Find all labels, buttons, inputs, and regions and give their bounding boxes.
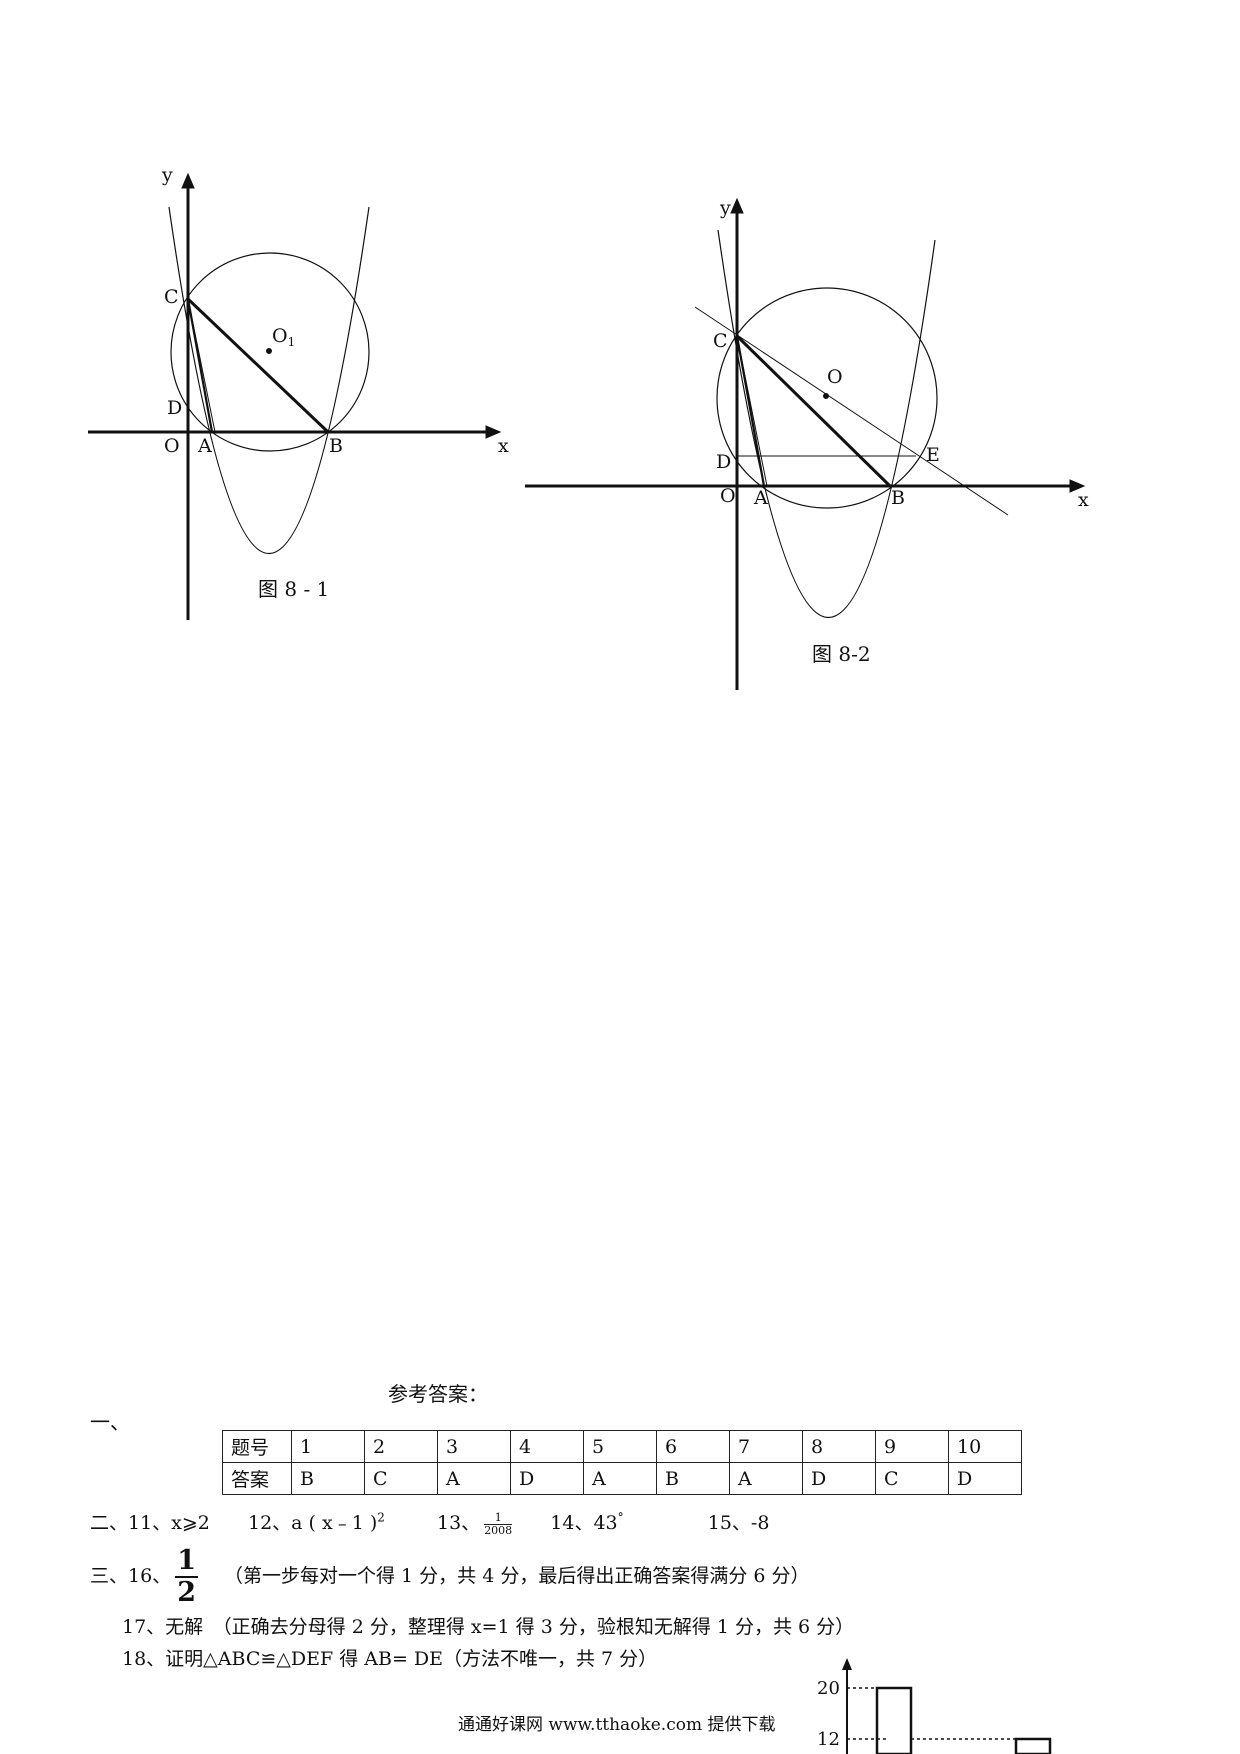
table-header-q: 题号 bbox=[222, 1430, 292, 1463]
fig2-label-c: C bbox=[713, 330, 728, 352]
table-cell: 8 bbox=[802, 1430, 876, 1463]
q16-numerator: 1 bbox=[175, 1545, 198, 1578]
table-cell: 5 bbox=[583, 1430, 657, 1463]
fig2-segment-cb bbox=[735, 334, 892, 488]
q16-denominator: 2 bbox=[177, 1577, 196, 1608]
q18-line: 18、证明△ABC≌△DEF 得 AB= DE（方法不唯一，共 7 分） bbox=[122, 1648, 658, 1670]
q12-answer: 12、a ( x﹣1 ) bbox=[248, 1512, 378, 1534]
fig1-label-x: x bbox=[498, 435, 509, 457]
table-cell: D bbox=[510, 1462, 584, 1495]
fig1-label-a: A bbox=[197, 435, 212, 457]
fig2-label-x: x bbox=[1078, 489, 1089, 511]
fig1-label-d: D bbox=[167, 397, 182, 419]
fig1-label-o1-sub: 1 bbox=[288, 335, 296, 349]
q14-degree: ° bbox=[617, 1510, 624, 1525]
fig1-segment-cb bbox=[186, 297, 330, 434]
q17-line: 17、无解 （正确去分母得 2 分，整理得 x=1 得 3 分，验根知无解得 1… bbox=[122, 1616, 855, 1638]
table-cell: C bbox=[875, 1462, 949, 1495]
fig1-circle bbox=[170, 252, 370, 452]
table-cell: 7 bbox=[729, 1430, 803, 1463]
fig2-parabola bbox=[717, 229, 936, 619]
table-cell: D bbox=[802, 1462, 876, 1495]
table-cell: 10 bbox=[948, 1430, 1022, 1463]
fig1-y-arrow bbox=[181, 172, 195, 189]
table-row-questions: 题号 1 2 3 4 5 6 7 8 9 10 bbox=[222, 1430, 1022, 1463]
fig2-y-arrow bbox=[730, 197, 744, 214]
table-row-answers: 答案 B C A D A B A D C D bbox=[222, 1462, 1022, 1495]
chart-y-tick-label: 20 bbox=[817, 1678, 840, 1699]
chart-y-tick-label: 12 bbox=[817, 1729, 840, 1750]
fig1-label-y: y bbox=[161, 164, 173, 186]
fig1-label-o: O bbox=[164, 435, 180, 457]
fig2-caption: 图 8-2 bbox=[812, 642, 871, 666]
fig1-parabola bbox=[168, 206, 370, 555]
figure-8-2 bbox=[525, 197, 1086, 690]
q13-numerator: 1 bbox=[484, 1511, 513, 1525]
fig1-label-o1: O1 bbox=[272, 325, 295, 349]
q12-superscript: 2 bbox=[377, 1510, 385, 1525]
table-header-a: 答案 bbox=[222, 1462, 292, 1495]
fig2-label-a: A bbox=[753, 487, 768, 509]
answers-title: 参考答案： bbox=[388, 1382, 488, 1406]
table-cell: B bbox=[291, 1462, 365, 1495]
table-cell: D bbox=[948, 1462, 1022, 1495]
answer-table: 题号 1 2 3 4 5 6 7 8 9 10 答案 B C A D A B A… bbox=[222, 1430, 1022, 1495]
fig2-label-y: y bbox=[719, 197, 731, 219]
chart-bar bbox=[1014, 1737, 1052, 1754]
q16-note: （第一步每对一个得 1 分，共 4 分，最后得出正确答案得满分 6 分） bbox=[223, 1565, 810, 1587]
fig2-line-ce bbox=[694, 306, 1009, 516]
fig2-circle bbox=[716, 287, 938, 509]
fig2-x-arrow bbox=[1069, 479, 1086, 493]
chart-bar bbox=[875, 1686, 913, 1754]
fig1-center-dot bbox=[266, 348, 272, 354]
fig2-label-o: O bbox=[827, 366, 843, 388]
q13-label: 13、 bbox=[437, 1512, 481, 1534]
figure-8-1: y x C O1 D O A B 图 8 - 1 y x C O D E O A… bbox=[88, 164, 1089, 690]
fig2-center-dot bbox=[823, 393, 829, 399]
q11-answer: 二、11、x⩾2 bbox=[90, 1512, 210, 1534]
fig2-label-e: E bbox=[926, 444, 940, 466]
fig2-label-origin: O bbox=[720, 485, 736, 507]
table-cell: B bbox=[656, 1462, 730, 1495]
chart-y-arrow bbox=[842, 1658, 852, 1670]
section-1-label: 一、 bbox=[90, 1410, 130, 1434]
table-cell: 1 bbox=[291, 1430, 365, 1463]
fig1-segment-ca-2 bbox=[187, 298, 216, 433]
q13-denominator: 2008 bbox=[484, 1523, 513, 1537]
q15-answer: 15、-8 bbox=[707, 1512, 770, 1534]
fig2-segment-ca-2 bbox=[736, 335, 768, 487]
fig1-caption: 图 8 - 1 bbox=[258, 577, 329, 601]
table-cell: 6 bbox=[656, 1430, 730, 1463]
fig1-x-arrow bbox=[485, 425, 502, 439]
table-cell: A bbox=[583, 1462, 657, 1495]
q14-answer: 14、43 bbox=[550, 1512, 618, 1534]
footer-text: 通通好课网 www.tthaoke.com 提供下载 bbox=[458, 1715, 776, 1735]
q16-label: 三、16、 bbox=[90, 1565, 172, 1587]
table-cell: A bbox=[729, 1462, 803, 1495]
fig2-label-d: D bbox=[716, 451, 731, 473]
table-cell: 2 bbox=[364, 1430, 438, 1463]
fig2-label-b: B bbox=[891, 487, 905, 509]
fig1-label-b: B bbox=[329, 435, 343, 457]
fig1-label-c: C bbox=[164, 286, 179, 308]
